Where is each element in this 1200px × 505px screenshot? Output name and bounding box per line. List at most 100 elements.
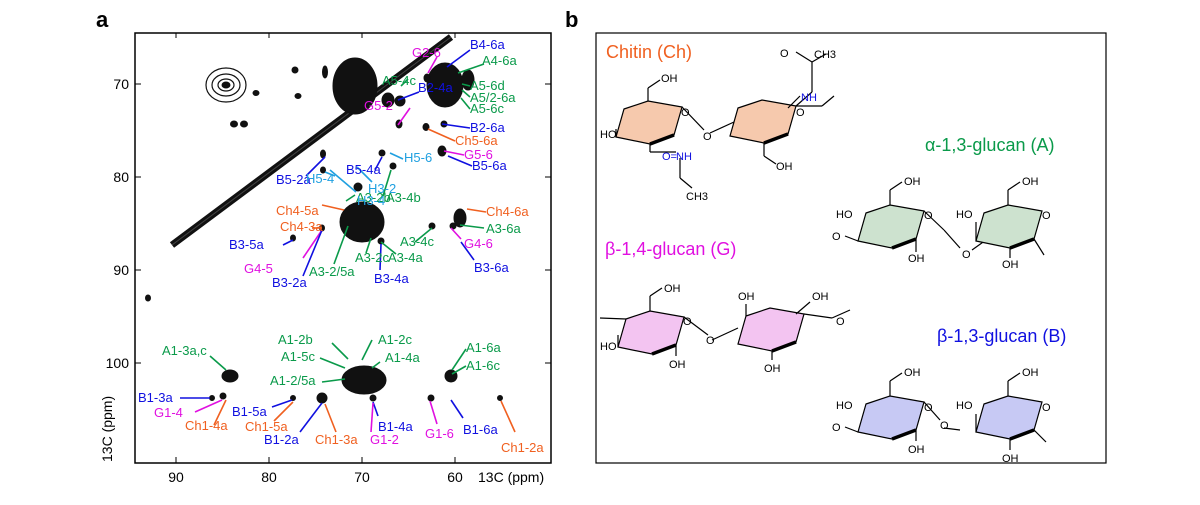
peak-label-b5-6a: B5-6a (472, 158, 507, 173)
peak-label-a3-4c: A3-4c (400, 234, 434, 249)
beta-1-4-glucan-structure: OH O HO OH O OH O OH OH (599, 283, 851, 375)
chitin-atom: OH (776, 161, 793, 173)
peak-label-a3-6a: A3-6a (486, 221, 521, 236)
peak-label-g5-6: G5-6 (464, 147, 493, 162)
beta13-atom: O (832, 422, 841, 434)
peak-label-g1-2: G1-2 (370, 432, 399, 447)
peak-label-b1-2a: B1-2a (264, 432, 299, 447)
peak-label-g2-6: G2-6 (412, 45, 441, 60)
beta-1-3-glucan-label: β-1,3-glucan (B) (937, 326, 1066, 346)
chitin-atom: H (684, 151, 692, 163)
beta-1-3-glucan-structure: OH HO O OH O OH HO O OH O (832, 367, 1051, 465)
beta14-atom: OH (738, 291, 755, 303)
peak-label-b1-6a: B1-6a (463, 422, 498, 437)
peak-label-g4-6: G4-6 (464, 236, 493, 251)
alpha-atom: O (924, 210, 933, 222)
peak-label-g4-5: G4-5 (244, 261, 273, 276)
peak-label-b5-2a: B5-2a (276, 172, 311, 187)
peak-label-a5-6d: A5-6d (470, 78, 505, 93)
diagonal-ridge-core (171, 36, 452, 246)
peak-label-a5-6c: A5-6c (470, 101, 504, 116)
x-tick-label: 80 (261, 469, 277, 485)
peak-label-ch1-3a: Ch1-3a (315, 432, 358, 447)
peak-label-a1-2-5a: A1-2/5a (270, 373, 316, 388)
peak-label-b1-4a: B1-4a (378, 419, 413, 434)
y-tick-label: 100 (106, 355, 130, 371)
peak-label-ch1-2a: Ch1-2a (501, 440, 544, 455)
y-tick-marks (135, 83, 551, 364)
peak-label-b3-4a: B3-4a (374, 271, 409, 286)
chitin-structure: OH HO O O O NH O CH3 OH O= N H CH3 (600, 48, 836, 203)
alpha-atom: HO (836, 209, 853, 221)
beta14-atom: OH (669, 359, 686, 371)
panel-a-letter: a (96, 7, 109, 32)
alpha-atom: O (832, 231, 841, 243)
peak-label-a4-6a: A4-6a (482, 53, 517, 68)
peak-label-a5-4c: A5-4c (382, 73, 416, 88)
peak-label-ch4-5a: Ch4-5a (276, 203, 319, 218)
beta14-atom: OH (812, 291, 829, 303)
peak-label-a1-6c: A1-6c (466, 358, 500, 373)
peak-label-a1-4a: A1-4a (385, 350, 420, 365)
x-tick-marks (175, 33, 456, 463)
peak-label-ch1-4a: Ch1-4a (185, 418, 228, 433)
chitin-atom: O= (662, 151, 677, 163)
beta-1-4-glucan-label: β-1,4-glucan (G) (605, 239, 736, 259)
peak-cluster-a-1 (341, 365, 387, 395)
chitin-atom: O (681, 107, 690, 119)
spectrum-frame (134, 32, 552, 464)
chitin-atom: O (780, 48, 789, 60)
beta14-atom: HO (600, 341, 617, 353)
peak-label-h5-6: H5-6 (404, 150, 432, 165)
peak-label-b3-5a: B3-5a (229, 237, 264, 252)
y-axis-label: 13C (ppm) (99, 396, 115, 462)
peak-label-a1-5c: A1-5c (281, 349, 315, 364)
peak-label-a1-2c: A1-2c (378, 332, 412, 347)
alpha-atom: HO (956, 209, 973, 221)
peak-label-a1-6a: A1-6a (466, 340, 501, 355)
chitin-atom: N (676, 151, 684, 163)
peak-label-b5-4a: B5-4a (346, 162, 381, 177)
chitin-atom: O (796, 107, 805, 119)
x-tick-label: 60 (447, 469, 463, 485)
peak-label-ch4-3a: Ch4-3a (280, 219, 323, 234)
beta13-atom: OH (908, 444, 925, 456)
beta14-atom: O (683, 316, 692, 328)
peak-label-g5-2: G5-2 (364, 98, 393, 113)
peak-label-g1-6: G1-6 (425, 426, 454, 441)
y-tick-label: 90 (113, 262, 129, 278)
beta13-atom: HO (956, 400, 973, 412)
peak-label-ch5-6a: Ch5-6a (455, 133, 498, 148)
peak-label-b1-5a: B1-5a (232, 404, 267, 419)
beta13-atom: OH (1002, 453, 1019, 465)
peak-label-a3-4a: A3-4a (388, 250, 423, 265)
peak-label-a3-2-5a: A3-2/5a (309, 264, 355, 279)
beta14-atom: OH (764, 363, 781, 375)
alpha-atom: OH (1022, 176, 1039, 188)
alpha-atom: O (962, 249, 971, 261)
peak-label-b4-6a: B4-6a (470, 37, 505, 52)
chitin-atom: O (703, 131, 712, 143)
beta13-atom: O (1042, 402, 1051, 414)
peak-label-a3-4b: A3-4b (386, 190, 421, 205)
beta13-atom: HO (836, 400, 853, 412)
peak-label-h3-4: H3-4 (357, 193, 385, 208)
peak-cluster-top-left (205, 67, 247, 103)
beta13-atom: OH (904, 367, 921, 379)
peak-label-b3-6a: B3-6a (474, 260, 509, 275)
chitin-atom: CH3 (814, 49, 836, 61)
x-axis-label: 13C (ppm) (478, 469, 544, 485)
y-tick-labels: 70 80 90 100 (106, 76, 130, 371)
alpha-atom: OH (908, 253, 925, 265)
y-tick-label: 80 (113, 169, 129, 185)
peak-label-a3-2c: A3-2c (355, 250, 389, 265)
panel-b-letter: b (565, 7, 578, 32)
peak-label-ch4-6a: Ch4-6a (486, 204, 529, 219)
chitin-atom: CH3 (686, 191, 708, 203)
alpha-atom: OH (1002, 259, 1019, 271)
leader-lines (180, 49, 516, 433)
peak-label-b2-4a: B2-4a (418, 80, 453, 95)
beta14-atom: O (836, 316, 845, 328)
